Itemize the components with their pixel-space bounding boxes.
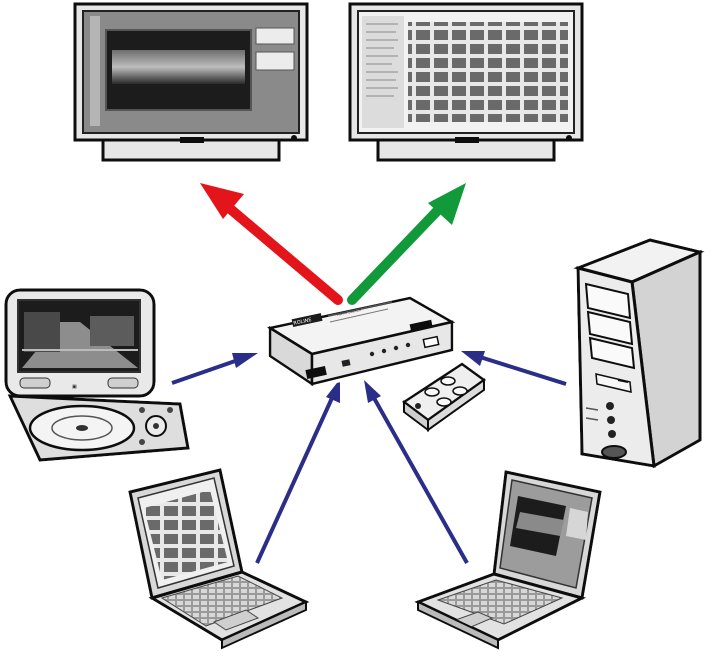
- remote-button-3: [436, 397, 452, 407]
- output-arrow-right: [347, 183, 466, 305]
- laptop-video-icon: [414, 470, 602, 650]
- led-2: [381, 348, 387, 354]
- led-4: [405, 342, 411, 348]
- remote-button-2: [440, 376, 456, 386]
- hdmi-out-port: [305, 366, 327, 379]
- switch-brand-label: ROLINE: [293, 317, 312, 327]
- remote-button-4: [452, 386, 468, 396]
- switch-model-label: HDMI Switch: [336, 307, 362, 317]
- remote-control-icon: [401, 362, 487, 432]
- output-arrow-left: [200, 183, 343, 305]
- led-3: [393, 345, 399, 351]
- input-arrow-dvd: [171, 353, 258, 385]
- led-1: [369, 351, 375, 357]
- portable-dvd-player-icon: ▣: [4, 288, 190, 462]
- laptop-gallery-icon: [128, 468, 310, 650]
- input-arrow-laptop-left: [255, 379, 340, 564]
- ir-receiver: [422, 335, 440, 349]
- hdmi-switch-icon: ROLINE HDMI Switch: [266, 296, 456, 387]
- monitor-video-icon: [73, 2, 309, 162]
- dvd-logo: ▣: [72, 384, 77, 390]
- remote-button-1: [424, 387, 440, 397]
- desktop-tower-icon: [573, 238, 705, 469]
- input-arrow-pc: [461, 351, 567, 386]
- monitor-gallery-icon: [348, 2, 584, 162]
- select-button: [341, 359, 351, 367]
- input-arrow-laptop-right: [364, 380, 469, 564]
